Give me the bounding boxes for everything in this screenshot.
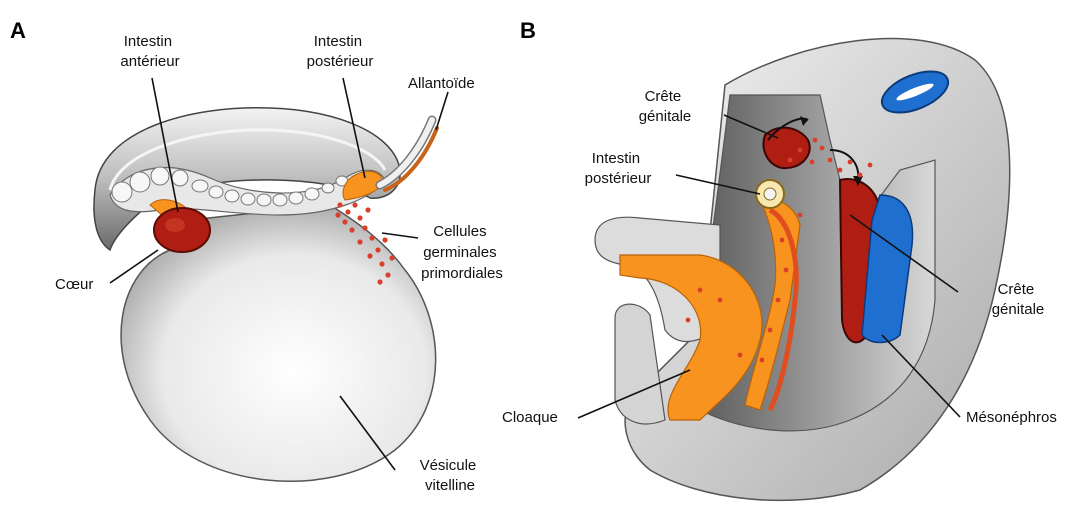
label-allantois: Allantoïde [408, 75, 475, 92]
heart [154, 208, 210, 252]
label-mesonephros: Mésonéphros [966, 409, 1057, 426]
label-foregut: Intestin antérieur [120, 33, 179, 70]
label-heart: Cœur [55, 276, 93, 293]
label-genital-ridge-top: Crête génitale [639, 88, 692, 125]
panel-b-letter: B [520, 18, 536, 43]
genital-ridge-top [764, 128, 810, 168]
label-cloaca: Cloaque [502, 409, 558, 426]
label-hindgut-a: Intestin postérieur [307, 33, 374, 70]
panel-b: B [502, 18, 1057, 500]
panel-a: A [10, 18, 503, 494]
label-germ-cells: Cellules germinales primordiales [421, 223, 503, 282]
label-hindgut-b: Intestin postérieur [585, 150, 652, 187]
label-yolk-sac: Vésicule vitelline [420, 457, 481, 494]
panel-a-letter: A [10, 18, 26, 43]
label-genital-ridge-right: Crête génitale [992, 281, 1045, 318]
